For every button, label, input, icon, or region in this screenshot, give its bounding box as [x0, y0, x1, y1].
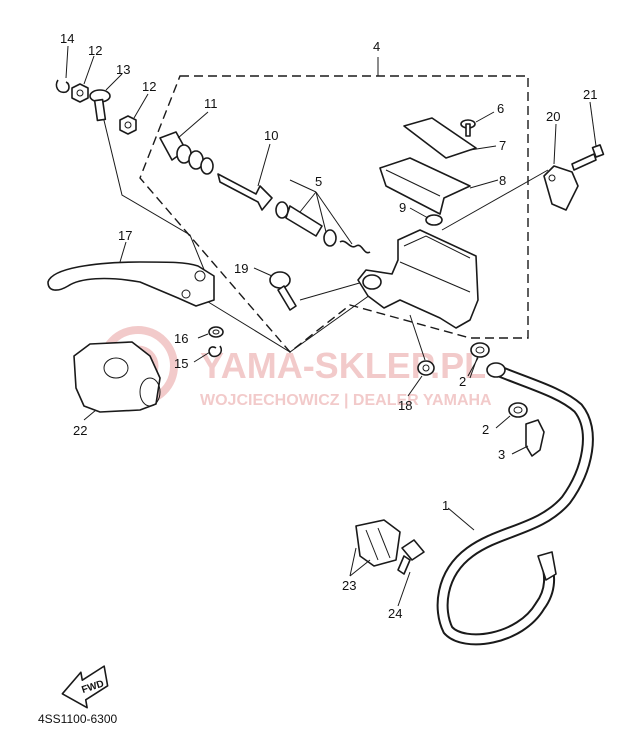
- callout-5: 5: [315, 174, 322, 189]
- part-1-hose: [436, 362, 594, 646]
- part-7-reservoir-cap: [403, 117, 497, 159]
- diagram-code: 4SS1100-6300: [38, 712, 118, 726]
- part-14-clip: [55, 45, 70, 94]
- part-18-grommet: [407, 360, 435, 397]
- callout-23: 23: [342, 578, 356, 593]
- callout-19: 19: [234, 261, 248, 276]
- part-16-washer: [197, 326, 224, 339]
- callout-24: 24: [388, 606, 402, 621]
- watermark: YAMA-SKLEP.PL WOJCIECHOWICZ | DEALER YAM…: [98, 326, 492, 409]
- part-3-union-bolt: [511, 419, 545, 457]
- part-4-master-cylinder: [357, 229, 479, 329]
- part-20-holder: [543, 123, 579, 211]
- callout-9: 9: [399, 200, 406, 215]
- assembly-outline: [139, 75, 529, 353]
- callout-8: 8: [499, 173, 506, 188]
- callout-6: 6: [497, 101, 504, 116]
- callout-18: 18: [398, 398, 412, 413]
- callout-2-lower: 2: [482, 422, 489, 437]
- fwd-arrow-icon: FWD: [61, 665, 109, 709]
- part-22-lever-cover: [73, 341, 161, 421]
- part-17-lever: [47, 241, 215, 307]
- part-19-pivot-bolt: [253, 267, 297, 311]
- watermark-subtitle: WOJCIECHOWICZ | DEALER YAMAHA: [200, 392, 492, 409]
- callout-3: 3: [498, 447, 505, 462]
- part-10-push-rod: [217, 143, 273, 211]
- callout-10: 10: [264, 128, 278, 143]
- callout-1: 1: [442, 498, 449, 513]
- callout-12-right: 12: [142, 79, 156, 94]
- part-12-nut-right: [119, 93, 149, 135]
- part-24-bolt: [397, 539, 425, 607]
- callout-11: 11: [204, 96, 218, 111]
- part-2-washer-upper: [467, 342, 490, 377]
- callout-17: 17: [118, 228, 132, 243]
- callout-7: 7: [499, 138, 506, 153]
- part-9-float: [409, 207, 443, 226]
- part-15-circlip: [193, 345, 223, 363]
- callout-21: 21: [583, 87, 597, 102]
- callout-15: 15: [174, 356, 188, 371]
- part-11-dust-boot: [159, 111, 214, 175]
- part-13-pivot-bolt: [89, 73, 123, 122]
- part-12-nut-left: [71, 55, 95, 103]
- callout-20: 20: [546, 109, 560, 124]
- callout-16: 16: [174, 331, 188, 346]
- part-23-clamp: [349, 519, 401, 577]
- callout-22: 22: [73, 423, 87, 438]
- callout-13: 13: [116, 62, 130, 77]
- part-21-bolt: [571, 101, 605, 171]
- callout-14: 14: [60, 31, 74, 46]
- part-2-washer-lower: [495, 402, 528, 429]
- callouts: 14 12 13 12 11 4 10 5 6 7 8 9 20 21 17 1…: [60, 31, 597, 621]
- part-5-piston-kit: [275, 179, 371, 254]
- watermark-title: YAMA-SKLEP.PL: [200, 345, 486, 386]
- callout-2-upper: 2: [459, 374, 466, 389]
- part-8-diaphragm: [379, 157, 499, 215]
- callout-12-left: 12: [88, 43, 102, 58]
- part-6-screw: [460, 111, 495, 137]
- callout-4: 4: [373, 39, 380, 54]
